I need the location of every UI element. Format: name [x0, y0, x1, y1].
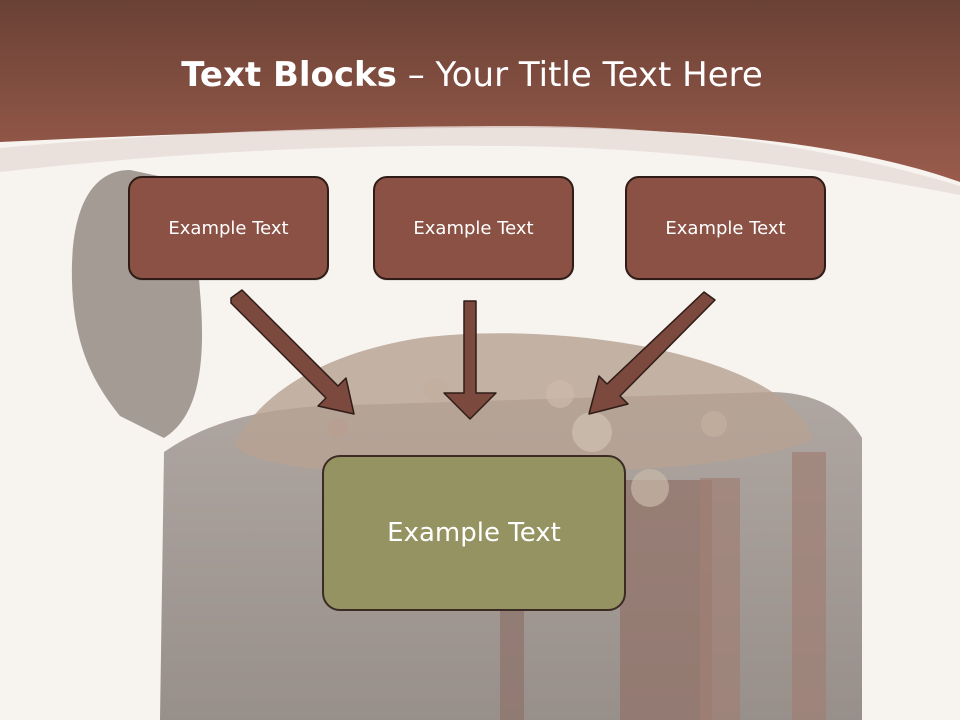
coin-highlight-2 [631, 469, 669, 507]
bottom-target-text-label: Example Text [387, 518, 561, 548]
chest-band-right [792, 452, 826, 720]
slide-title-bold: Text Blocks [181, 55, 397, 95]
top-left-text-label: Example Text [168, 217, 289, 239]
slide-title-rest: – Your Title Text Here [396, 55, 763, 95]
bottom-target-text-box: Example Text [322, 455, 626, 611]
slide-title: Text Blocks – Your Title Text Here [0, 52, 944, 98]
header-band [0, 0, 960, 182]
header-highlight-curve [0, 126, 960, 195]
coin-highlight-6 [328, 418, 348, 438]
top-right-text-box: Example Text [625, 176, 826, 280]
coin-highlight-5 [424, 378, 448, 402]
coin-highlight-1 [572, 412, 612, 452]
top-right-text-label: Example Text [665, 217, 786, 239]
coin-highlight-3 [546, 380, 574, 408]
chest-band-bottom [500, 610, 524, 720]
top-middle-text-label: Example Text [413, 217, 534, 239]
top-left-text-box: Example Text [128, 176, 329, 280]
chest-band-left [700, 478, 740, 720]
treasure-chest-front-strip [620, 480, 712, 720]
coin-highlight-4 [701, 411, 727, 437]
top-middle-text-box: Example Text [373, 176, 574, 280]
